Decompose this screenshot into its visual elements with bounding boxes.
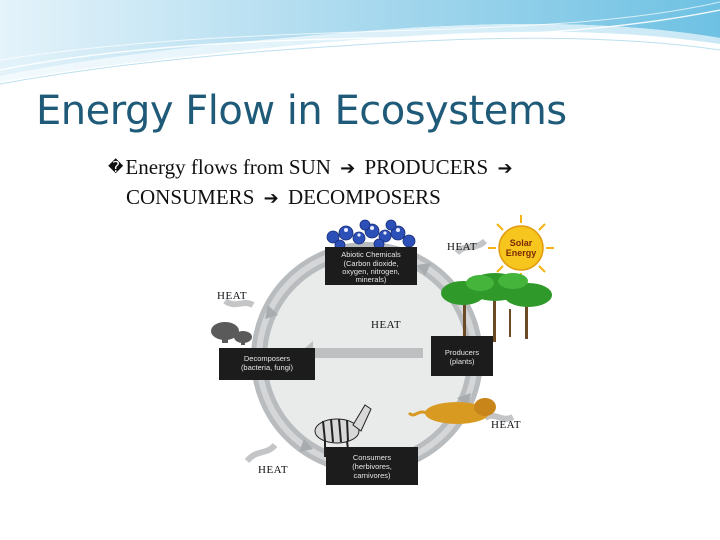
svg-text:(herbivores,: (herbivores, (352, 462, 392, 471)
bullet-text-consumers: CONSUMERS (126, 185, 254, 209)
bullet-text-producers: PRODUCERS (365, 155, 489, 179)
solar-label-line1: Solar (510, 238, 533, 248)
svg-text:Consumers: Consumers (353, 453, 392, 462)
bullet-marker-icon: � (108, 158, 123, 176)
arrow-right-icon: ➔ (497, 155, 512, 183)
svg-text:Decomposers: Decomposers (244, 354, 291, 363)
abiotic-label-line4: minerals) (356, 275, 387, 284)
heat-label-right: HEAT (491, 419, 521, 431)
bullet-point: �Energy flows from SUN ➔ PRODUCERS ➔ CON… (108, 153, 668, 213)
arrow-right-icon: ➔ (264, 185, 279, 213)
svg-text:(plants): (plants) (449, 357, 475, 366)
consumers-label-line3: carnivores) (353, 471, 391, 480)
abiotic-label-line1: Abiotic Chemicals (341, 250, 401, 259)
heat-label-bottom-left: HEAT (258, 464, 288, 476)
producers-label-line1: Producers (445, 348, 479, 357)
heat-label-left: HEAT (217, 290, 247, 302)
bullet-text-line1: Energy flows from SUN (125, 155, 331, 179)
svg-text:Producers: Producers (445, 348, 479, 357)
consumers-label-line2: (herbivores, (352, 462, 392, 471)
consumers-label-line1: Consumers (353, 453, 392, 462)
producers-label-line2: (plants) (449, 357, 475, 366)
svg-text:carnivores): carnivores) (353, 471, 391, 480)
slide-title: Energy Flow in Ecosystems (36, 88, 567, 134)
header-wave-decoration (0, 0, 720, 95)
svg-text:Abiotic Chemicals: Abiotic Chemicals (341, 250, 401, 259)
energy-cycle-diagram: Abiotic Chemicals (Carbon dioxide, oxyge… (195, 213, 565, 488)
bullet-text-decomposers: DECOMPOSERS (288, 185, 441, 209)
solar-label-line2: Energy (506, 248, 537, 258)
decomposers-label-line1: Decomposers (244, 354, 291, 363)
decomposers-label-line2: (bacteria, fungi) (241, 363, 294, 372)
svg-text:Energy: Energy (506, 248, 537, 258)
svg-text:(bacteria, fungi): (bacteria, fungi) (241, 363, 294, 372)
arrow-right-icon: ➔ (340, 155, 355, 183)
heat-label-top-right: HEAT (447, 241, 477, 253)
svg-text:Solar: Solar (510, 238, 533, 248)
heat-label-center: HEAT (371, 319, 401, 331)
svg-text:minerals): minerals) (356, 275, 387, 284)
